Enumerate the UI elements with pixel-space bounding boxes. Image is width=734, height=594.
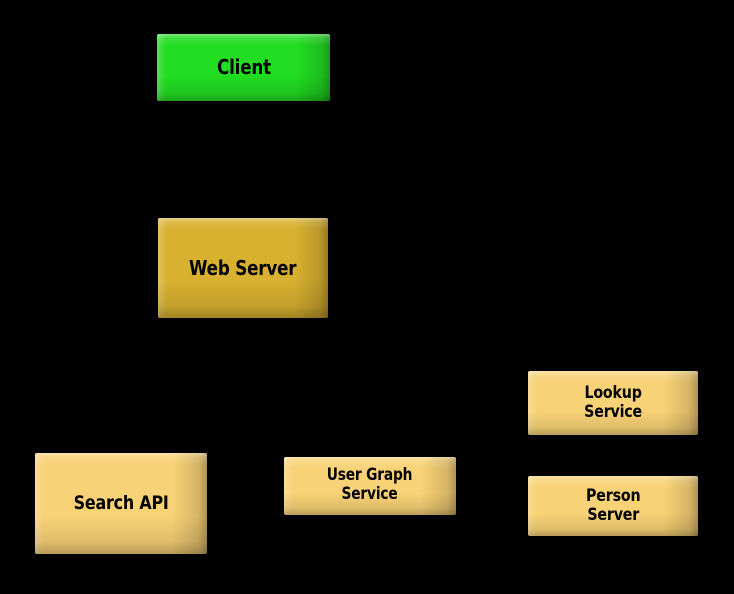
diagram-node-search-api-label: Search API xyxy=(73,491,169,514)
diagram-node-person-server-label: Person Server xyxy=(585,485,641,525)
diagram-node-client[interactable]: Client xyxy=(157,34,330,101)
diagram-node-user-graph-service-label: User Graph Service xyxy=(327,464,413,504)
diagram-node-lookup-service-label: Lookup Service xyxy=(584,382,642,422)
diagram-node-web-server-label: Web Server xyxy=(189,255,297,280)
diagram-node-person-server[interactable]: Person Server xyxy=(528,476,698,536)
diagram-node-lookup-service[interactable]: Lookup Service xyxy=(528,371,698,435)
diagram-node-search-api[interactable]: Search API xyxy=(35,453,207,554)
diagram-node-client-label: Client xyxy=(216,55,271,80)
diagram-node-web-server[interactable]: Web Server xyxy=(158,218,328,318)
diagram-node-user-graph-service[interactable]: User Graph Service xyxy=(284,457,456,515)
